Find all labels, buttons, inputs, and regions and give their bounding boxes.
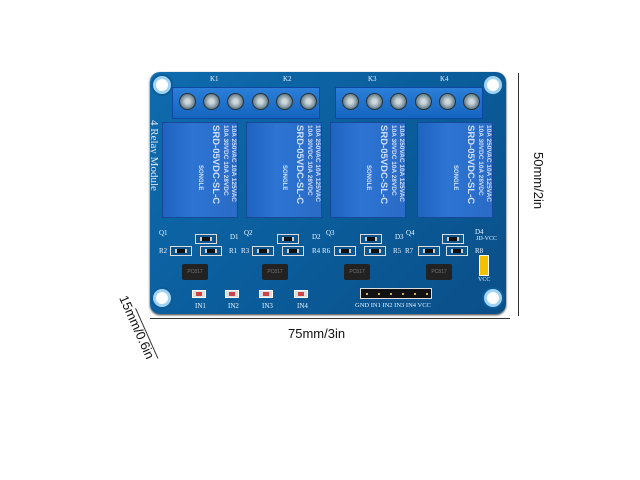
label-r1: R1 (229, 247, 238, 255)
optocoupler: PC817 (344, 264, 370, 280)
optocoupler: PC817 (426, 264, 452, 280)
label-in2: IN2 (228, 302, 239, 310)
diode (442, 234, 464, 244)
screw-terminal-block (335, 87, 483, 119)
label-q3: Q3 (326, 229, 335, 237)
label-d3: D3 (395, 233, 404, 241)
mounting-hole (153, 76, 171, 94)
mounting-hole (153, 289, 171, 307)
led-in1 (192, 290, 206, 298)
resistor (418, 246, 440, 256)
label-r6: R6 (322, 247, 331, 255)
jd-vcc-jumper[interactable] (479, 255, 489, 276)
label-in4: IN4 (297, 302, 308, 310)
screw-terminal-block (172, 87, 320, 119)
label-k1: K1 (210, 75, 219, 83)
width-dimension-line (150, 318, 510, 319)
label-d2: D2 (312, 233, 321, 241)
resistor (170, 246, 192, 256)
height-dimension-label: 50mm/2in (531, 152, 546, 210)
mounting-hole (484, 289, 502, 307)
board-title: 4 Relay Module (148, 120, 160, 191)
label-k3: K3 (368, 75, 377, 83)
label-r5: R5 (393, 247, 402, 255)
led-in2 (225, 290, 239, 298)
led-in3 (259, 290, 273, 298)
label-r2: R2 (159, 247, 168, 255)
resistor (334, 246, 356, 256)
label-r7: R7 (405, 247, 414, 255)
input-pin-header[interactable] (360, 288, 432, 299)
diode (360, 234, 382, 244)
height-dimension-line (518, 73, 519, 316)
optocoupler: PC817 (182, 264, 208, 280)
resistor (282, 246, 304, 256)
mounting-hole (484, 76, 502, 94)
jumper-label-jd-vcc: JD-VCC (476, 236, 498, 242)
resistor (446, 246, 468, 256)
resistor (364, 246, 386, 256)
label-in3: IN3 (262, 302, 273, 310)
label-q4: Q4 (406, 229, 415, 237)
label-d1: D1 (230, 233, 239, 241)
jumper-label-vcc: VCC (478, 277, 491, 283)
led-in4 (294, 290, 308, 298)
label-r4: R4 (312, 247, 321, 255)
optocoupler: PC817 (262, 264, 288, 280)
width-dimension-label: 75mm/3in (288, 326, 346, 341)
header-pin-labels: GND IN1 IN2 IN3 IN4 VCC (355, 302, 431, 309)
label-q2: Q2 (244, 229, 253, 237)
label-k2: K2 (283, 75, 292, 83)
label-in1: IN1 (195, 302, 206, 310)
label-k4: K4 (440, 75, 449, 83)
resistor (252, 246, 274, 256)
diode (277, 234, 299, 244)
relay-module-board: K1 K2 K3 K4 4 Relay Module 10A 250VAC 10… (148, 72, 506, 314)
diode (195, 234, 217, 244)
label-q1: Q1 (159, 229, 168, 237)
resistor (200, 246, 222, 256)
label-r8: R8 (475, 247, 484, 255)
label-r3: R3 (241, 247, 250, 255)
label-d4: D4 (475, 228, 484, 236)
